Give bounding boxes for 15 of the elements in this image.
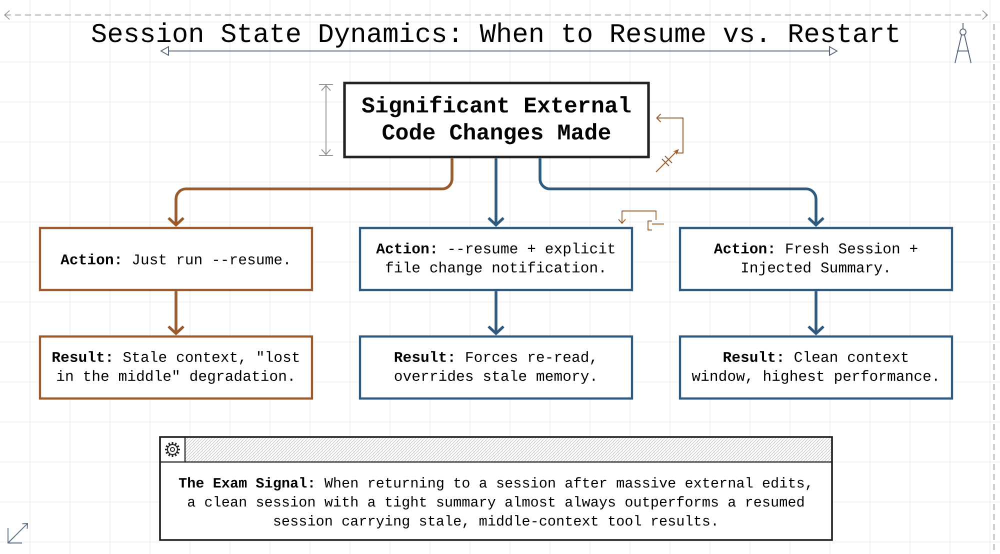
callout-box: The Exam Signal: When returning to a session after massive external edits, a clean session with a tight summary almost always outperforms a resumed session carrying stale, middle-context tool results.	[159, 436, 833, 541]
arrow	[168, 158, 454, 227]
result-box: Result: Stale context, "lost in the middle" degradation.	[38, 335, 314, 400]
arrow	[808, 291, 824, 336]
arrow	[488, 158, 504, 227]
arrow	[538, 158, 824, 227]
action-box: Action: Fresh Session + Injected Summary.	[678, 226, 954, 292]
arrow	[488, 291, 504, 336]
result-box: Result: Clean context window, highest performance.	[678, 335, 954, 400]
action-box: Action: Just run --resume.	[38, 226, 314, 292]
arrow	[168, 291, 184, 336]
process-box: Significant External Code Changes Made	[343, 82, 650, 158]
title: Session State Dynamics: When to Resume vs. Restart	[92, 22, 898, 48]
result-box: Result: Forces re-read, overrides stale memory.	[358, 335, 634, 400]
action-box: Action: --resume + explicit file change notification.	[358, 226, 634, 292]
